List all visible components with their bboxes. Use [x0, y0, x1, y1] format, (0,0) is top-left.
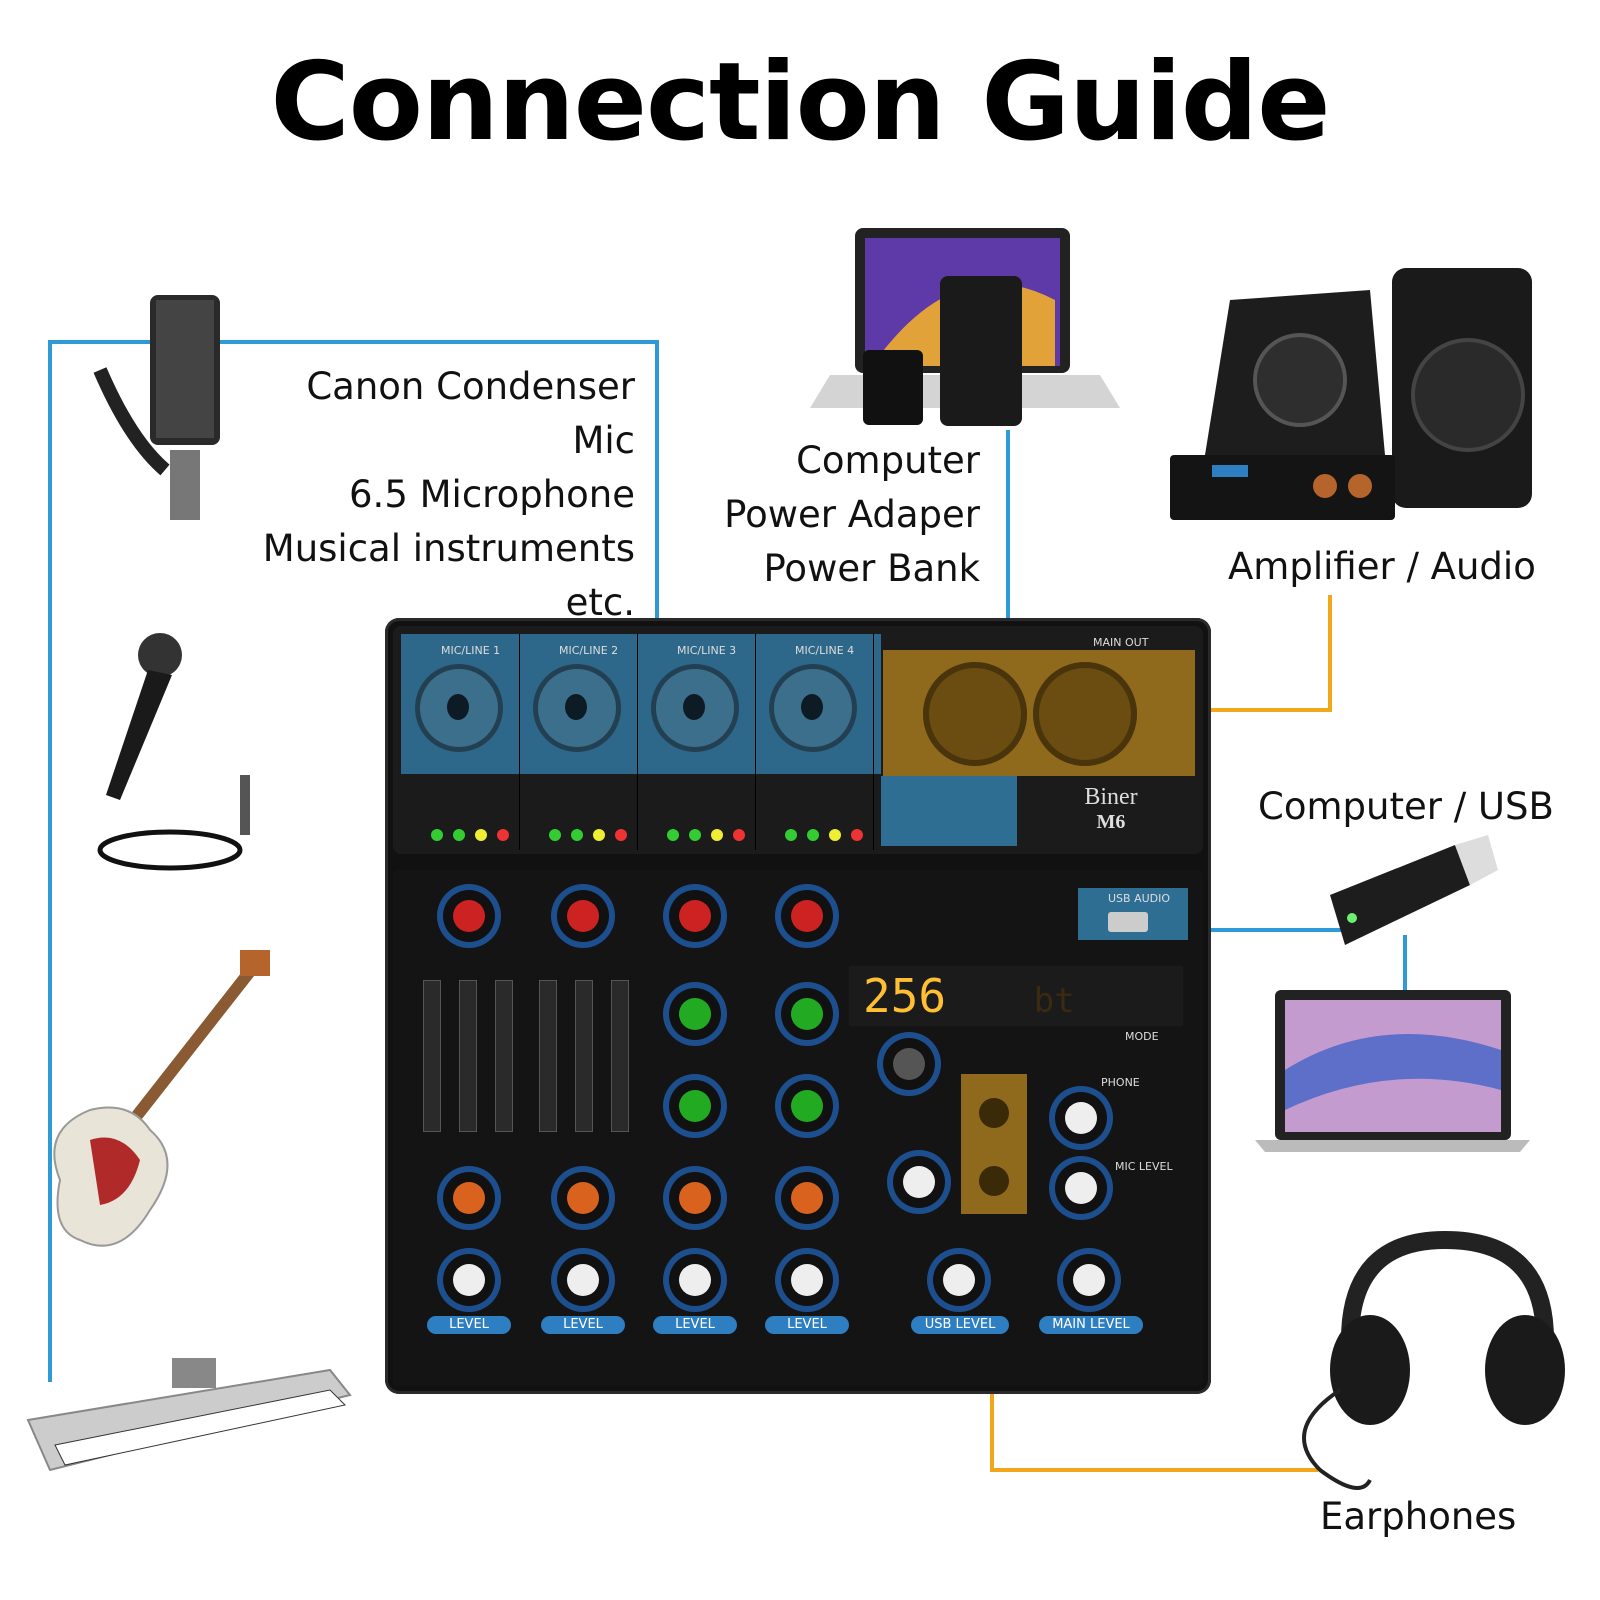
eq-low-knob-4[interactable]	[781, 1080, 833, 1132]
mic-label: Canon Condenser Mic 6.5 Microphone Music…	[262, 365, 635, 624]
earphones-label: Earphones	[1320, 1495, 1517, 1538]
input-channel-4: MIC/LINE 4	[755, 634, 874, 850]
combo-jack-4[interactable]	[769, 664, 857, 752]
speakers-amp-icon	[1170, 268, 1532, 520]
main-level-label: MAIN LEVEL	[1039, 1316, 1143, 1334]
input-connection-line	[48, 340, 659, 1382]
phone-knob[interactable]	[1055, 1092, 1107, 1144]
level-label-3: LEVEL	[653, 1316, 737, 1334]
level-knob-4[interactable]	[781, 1254, 833, 1306]
level-56-knob[interactable]	[893, 1156, 945, 1208]
main-out-highlight	[883, 650, 1195, 776]
combo-jack-2[interactable]	[533, 664, 621, 752]
level-knob-1[interactable]	[443, 1254, 495, 1306]
eq-fader[interactable]	[459, 980, 477, 1132]
page-title: Connection Guide	[270, 40, 1331, 165]
level-label-2: LEVEL	[541, 1316, 625, 1334]
usb-label: Computer / USB	[1258, 785, 1554, 828]
handheld-mic-icon	[97, 633, 250, 871]
usb-stick-icon	[1330, 835, 1498, 945]
input-channel-2: MIC/LINE 2	[519, 634, 638, 850]
mixer-device: MIC/LINE 1 MIC/LINE 2 MIC/LINE 3 MIC/LIN…	[385, 618, 1211, 1394]
brand-logo: Biner M6	[1084, 784, 1138, 833]
mic-level-label: MIC LEVEL	[1115, 1160, 1173, 1173]
eq-fader[interactable]	[575, 980, 593, 1132]
mode-label: MODE	[1125, 1030, 1159, 1043]
eq-fader[interactable]	[611, 980, 629, 1132]
gain-knob-2[interactable]	[557, 890, 609, 942]
mic-level-knob[interactable]	[1055, 1162, 1107, 1214]
xlr-out-left[interactable]	[923, 662, 1027, 766]
laptop-usb-icon	[1255, 990, 1530, 1152]
laptop-power-icon	[810, 228, 1120, 426]
fx-knob-2[interactable]	[557, 1172, 609, 1224]
headphones-icon	[1302, 1230, 1565, 1490]
amp-label: Amplifier / Audio	[1228, 545, 1536, 588]
main-out-label: MAIN OUT	[1093, 636, 1149, 649]
combo-jack-3[interactable]	[651, 664, 739, 752]
gain-knob-3[interactable]	[669, 890, 721, 942]
eq-high-knob-3[interactable]	[669, 988, 721, 1040]
xlr-out-right[interactable]	[1033, 662, 1137, 766]
fx-knob-1[interactable]	[443, 1172, 495, 1224]
headphone-jack[interactable]	[979, 1098, 1009, 1128]
eq-fader[interactable]	[423, 980, 441, 1132]
level-label-1: LEVEL	[427, 1316, 511, 1334]
level-label-4: LEVEL	[765, 1316, 849, 1334]
input-channel-3: MIC/LINE 3	[637, 634, 756, 850]
eq-low-knob-3[interactable]	[669, 1080, 721, 1132]
input-channel-1: MIC/LINE 1	[401, 634, 520, 850]
power-label: Computer Power Adaper Power Bank	[724, 439, 980, 590]
mixer-control-panel: LEVEL LEVEL LEVEL LEVEL USB LEVEL MAIN L…	[393, 870, 1203, 1386]
gain-knob-4[interactable]	[781, 890, 833, 942]
input-56-highlight	[881, 776, 1017, 846]
phone-label: PHONE	[1101, 1076, 1140, 1089]
keyboard-icon	[26, 1358, 352, 1472]
fx-display: 256 bt	[849, 966, 1183, 1026]
condenser-mic-icon	[93, 295, 220, 520]
level-knob-3[interactable]	[669, 1254, 721, 1306]
usb-level-label: USB LEVEL	[911, 1316, 1009, 1334]
phone-jack-highlight	[961, 1074, 1027, 1214]
eq-high-knob-4[interactable]	[781, 988, 833, 1040]
fx-knob-3[interactable]	[669, 1172, 721, 1224]
bass-guitar-icon	[53, 950, 270, 1247]
usb-level-knob[interactable]	[933, 1254, 985, 1306]
mixer-top-panel: MIC/LINE 1 MIC/LINE 2 MIC/LINE 3 MIC/LIN…	[393, 626, 1203, 854]
eq-fader[interactable]	[539, 980, 557, 1132]
main-level-knob[interactable]	[1063, 1254, 1115, 1306]
level-knob-2[interactable]	[557, 1254, 609, 1306]
eq-fader[interactable]	[495, 980, 513, 1132]
usb-port[interactable]	[1108, 912, 1148, 932]
combo-jack-1[interactable]	[415, 664, 503, 752]
fx-knob-4[interactable]	[781, 1172, 833, 1224]
mic-jack[interactable]	[979, 1166, 1009, 1196]
usb-port-highlight: USB AUDIO	[1078, 888, 1188, 940]
gain-knob-1[interactable]	[443, 890, 495, 942]
fx-select-knob[interactable]	[883, 1038, 935, 1090]
